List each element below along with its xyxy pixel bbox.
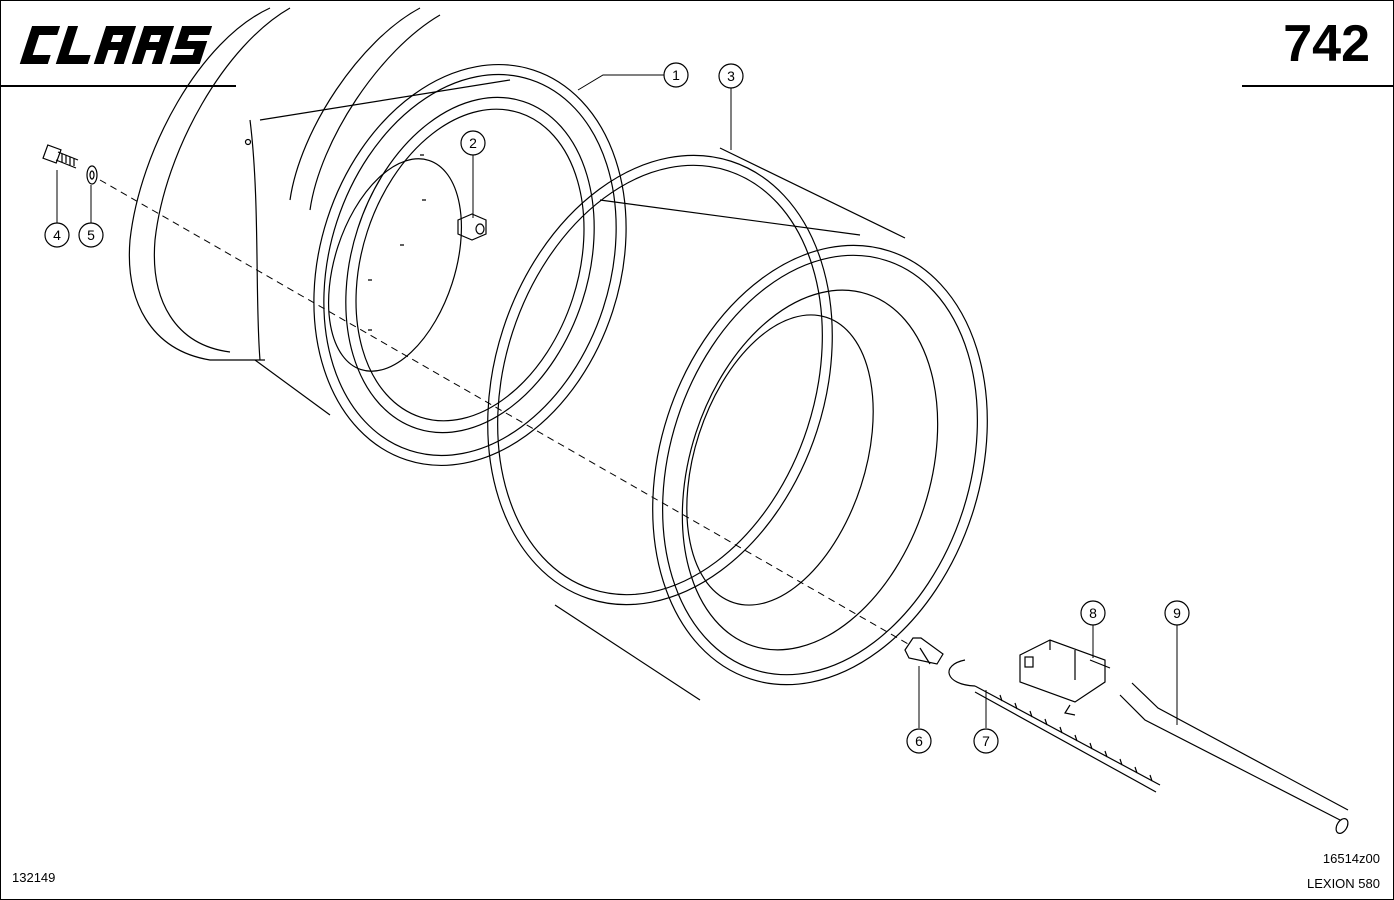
- washer: [86, 165, 98, 185]
- tube: [1119, 682, 1349, 834]
- bolt: [42, 144, 79, 169]
- assembly-axis: [99, 179, 911, 646]
- callout-label-2: 2: [469, 135, 477, 151]
- callout-circle-3: [718, 63, 744, 89]
- callout-circle-9: [1164, 600, 1190, 626]
- clamp: [1019, 639, 1111, 716]
- callout-label-7: 7: [982, 733, 990, 749]
- callout-circle-5: [78, 222, 104, 248]
- callout-label-8: 8: [1089, 605, 1097, 621]
- callout-circle-4: [44, 222, 70, 248]
- callout-circle-7: [973, 728, 999, 754]
- inner-rim: [128, 7, 627, 467]
- callout-label-5: 5: [87, 227, 95, 243]
- threaded-rod: [948, 659, 1161, 793]
- callout-label-9: 9: [1173, 605, 1181, 621]
- callout-circle-1: [663, 62, 689, 88]
- wheel-nut: [457, 213, 487, 241]
- callout-label-3: 3: [727, 68, 735, 84]
- callout-circle-2: [460, 130, 486, 156]
- leader-lines: [56, 74, 1178, 728]
- header-rule-left: [0, 85, 236, 87]
- document-code-left: 132149: [12, 870, 56, 885]
- drawing-code: 16514z00: [1322, 851, 1380, 866]
- outer-rim: [487, 147, 988, 701]
- callout-label-4: 4: [53, 227, 61, 243]
- callout-label-6: 6: [915, 733, 923, 749]
- valve-cap: [904, 637, 944, 665]
- page-number: 742: [1283, 15, 1370, 73]
- model-name: LEXION 580: [1307, 876, 1380, 891]
- header-rule-right: [1242, 85, 1394, 87]
- callout-circle-6: [906, 728, 932, 754]
- callout-circle-8: [1080, 600, 1106, 626]
- callout-label-1: 1: [672, 67, 680, 83]
- claas-logo: [19, 26, 213, 64]
